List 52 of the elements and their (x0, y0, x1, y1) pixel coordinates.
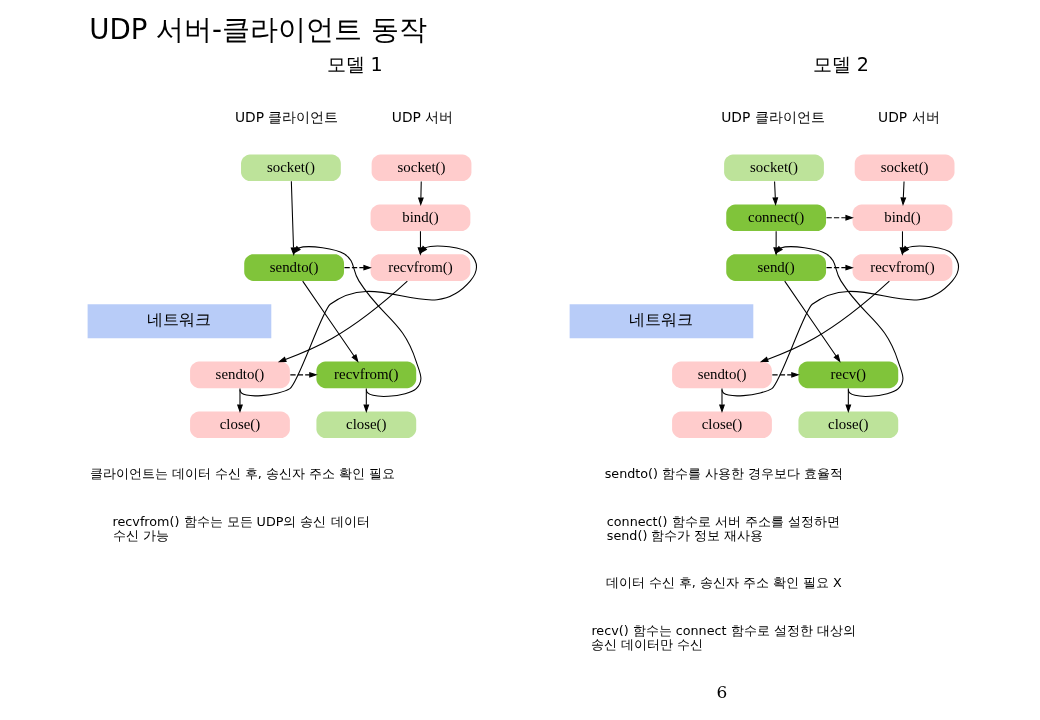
node-box: recvfrom() (852, 254, 953, 281)
label: 6 (716, 681, 728, 702)
node-box: 네트워크 (87, 304, 272, 339)
arrow (772, 180, 779, 206)
node-box: recvfrom() (316, 361, 417, 389)
node-box: sendto() (244, 254, 344, 281)
label: UDP 서버 (878, 108, 940, 125)
node-box: socket() (724, 154, 824, 182)
arrow (759, 280, 890, 363)
node-box: socket() (854, 154, 955, 182)
label: UDP 서버 (391, 108, 454, 125)
label: 모델 2 (812, 53, 870, 77)
arrow (302, 280, 359, 363)
node-box: recvfrom() (370, 254, 471, 281)
label: recvfrom() 함수는 모든 UDP의 송신 데이터 수신 가능 (112, 513, 370, 543)
label: 클라이언트는 데이터 수신 후, 송신자 주소 확인 필요 (89, 465, 396, 481)
arrow (237, 387, 243, 413)
arrow (363, 387, 370, 413)
node-box: close() (672, 411, 772, 439)
label: recv() 함수는 connect 함수로 설정한 대상의 송신 데이터만 수신 (591, 623, 856, 652)
arrow (277, 280, 408, 363)
label: 모델 1 (326, 53, 383, 77)
arrow (290, 180, 297, 256)
label: 데이터 수신 후, 송신자 주소 확인 필요 X (605, 575, 842, 591)
node-box: close() (316, 411, 417, 439)
arrow (845, 387, 852, 413)
arrow (784, 280, 841, 363)
arrow (417, 180, 424, 206)
node-box: socket() (241, 154, 341, 182)
label: UDP 클라이언트 (234, 108, 339, 125)
label: connect() 함수로 서버 주소를 설정하면 send() 함수가 정보 재사용 (606, 513, 840, 543)
arrow (825, 214, 854, 221)
label: sendto() 함수를 사용한 경우보다 효율적 (604, 465, 844, 481)
arrow (825, 264, 854, 271)
arrow (343, 264, 372, 271)
node-box: sendto() (190, 361, 290, 389)
label: UDP 클라이언트 (721, 108, 825, 125)
node-box: bind() (370, 204, 471, 231)
node-box: 네트워크 (569, 304, 754, 339)
arrow (289, 371, 318, 378)
node-box: connect() (726, 204, 827, 231)
arrow (900, 180, 907, 206)
diagram-title: UDP 서버-클라이언트 동작 (89, 12, 427, 46)
node-box: close() (798, 411, 899, 439)
node-box: recv() (798, 361, 899, 389)
node-box: close() (190, 411, 290, 439)
node-box: sendto() (672, 361, 772, 389)
arrow (719, 387, 725, 413)
arrow (771, 371, 800, 378)
node-box: bind() (852, 204, 953, 231)
node-box: socket() (371, 154, 472, 182)
node-box: send() (726, 254, 827, 281)
